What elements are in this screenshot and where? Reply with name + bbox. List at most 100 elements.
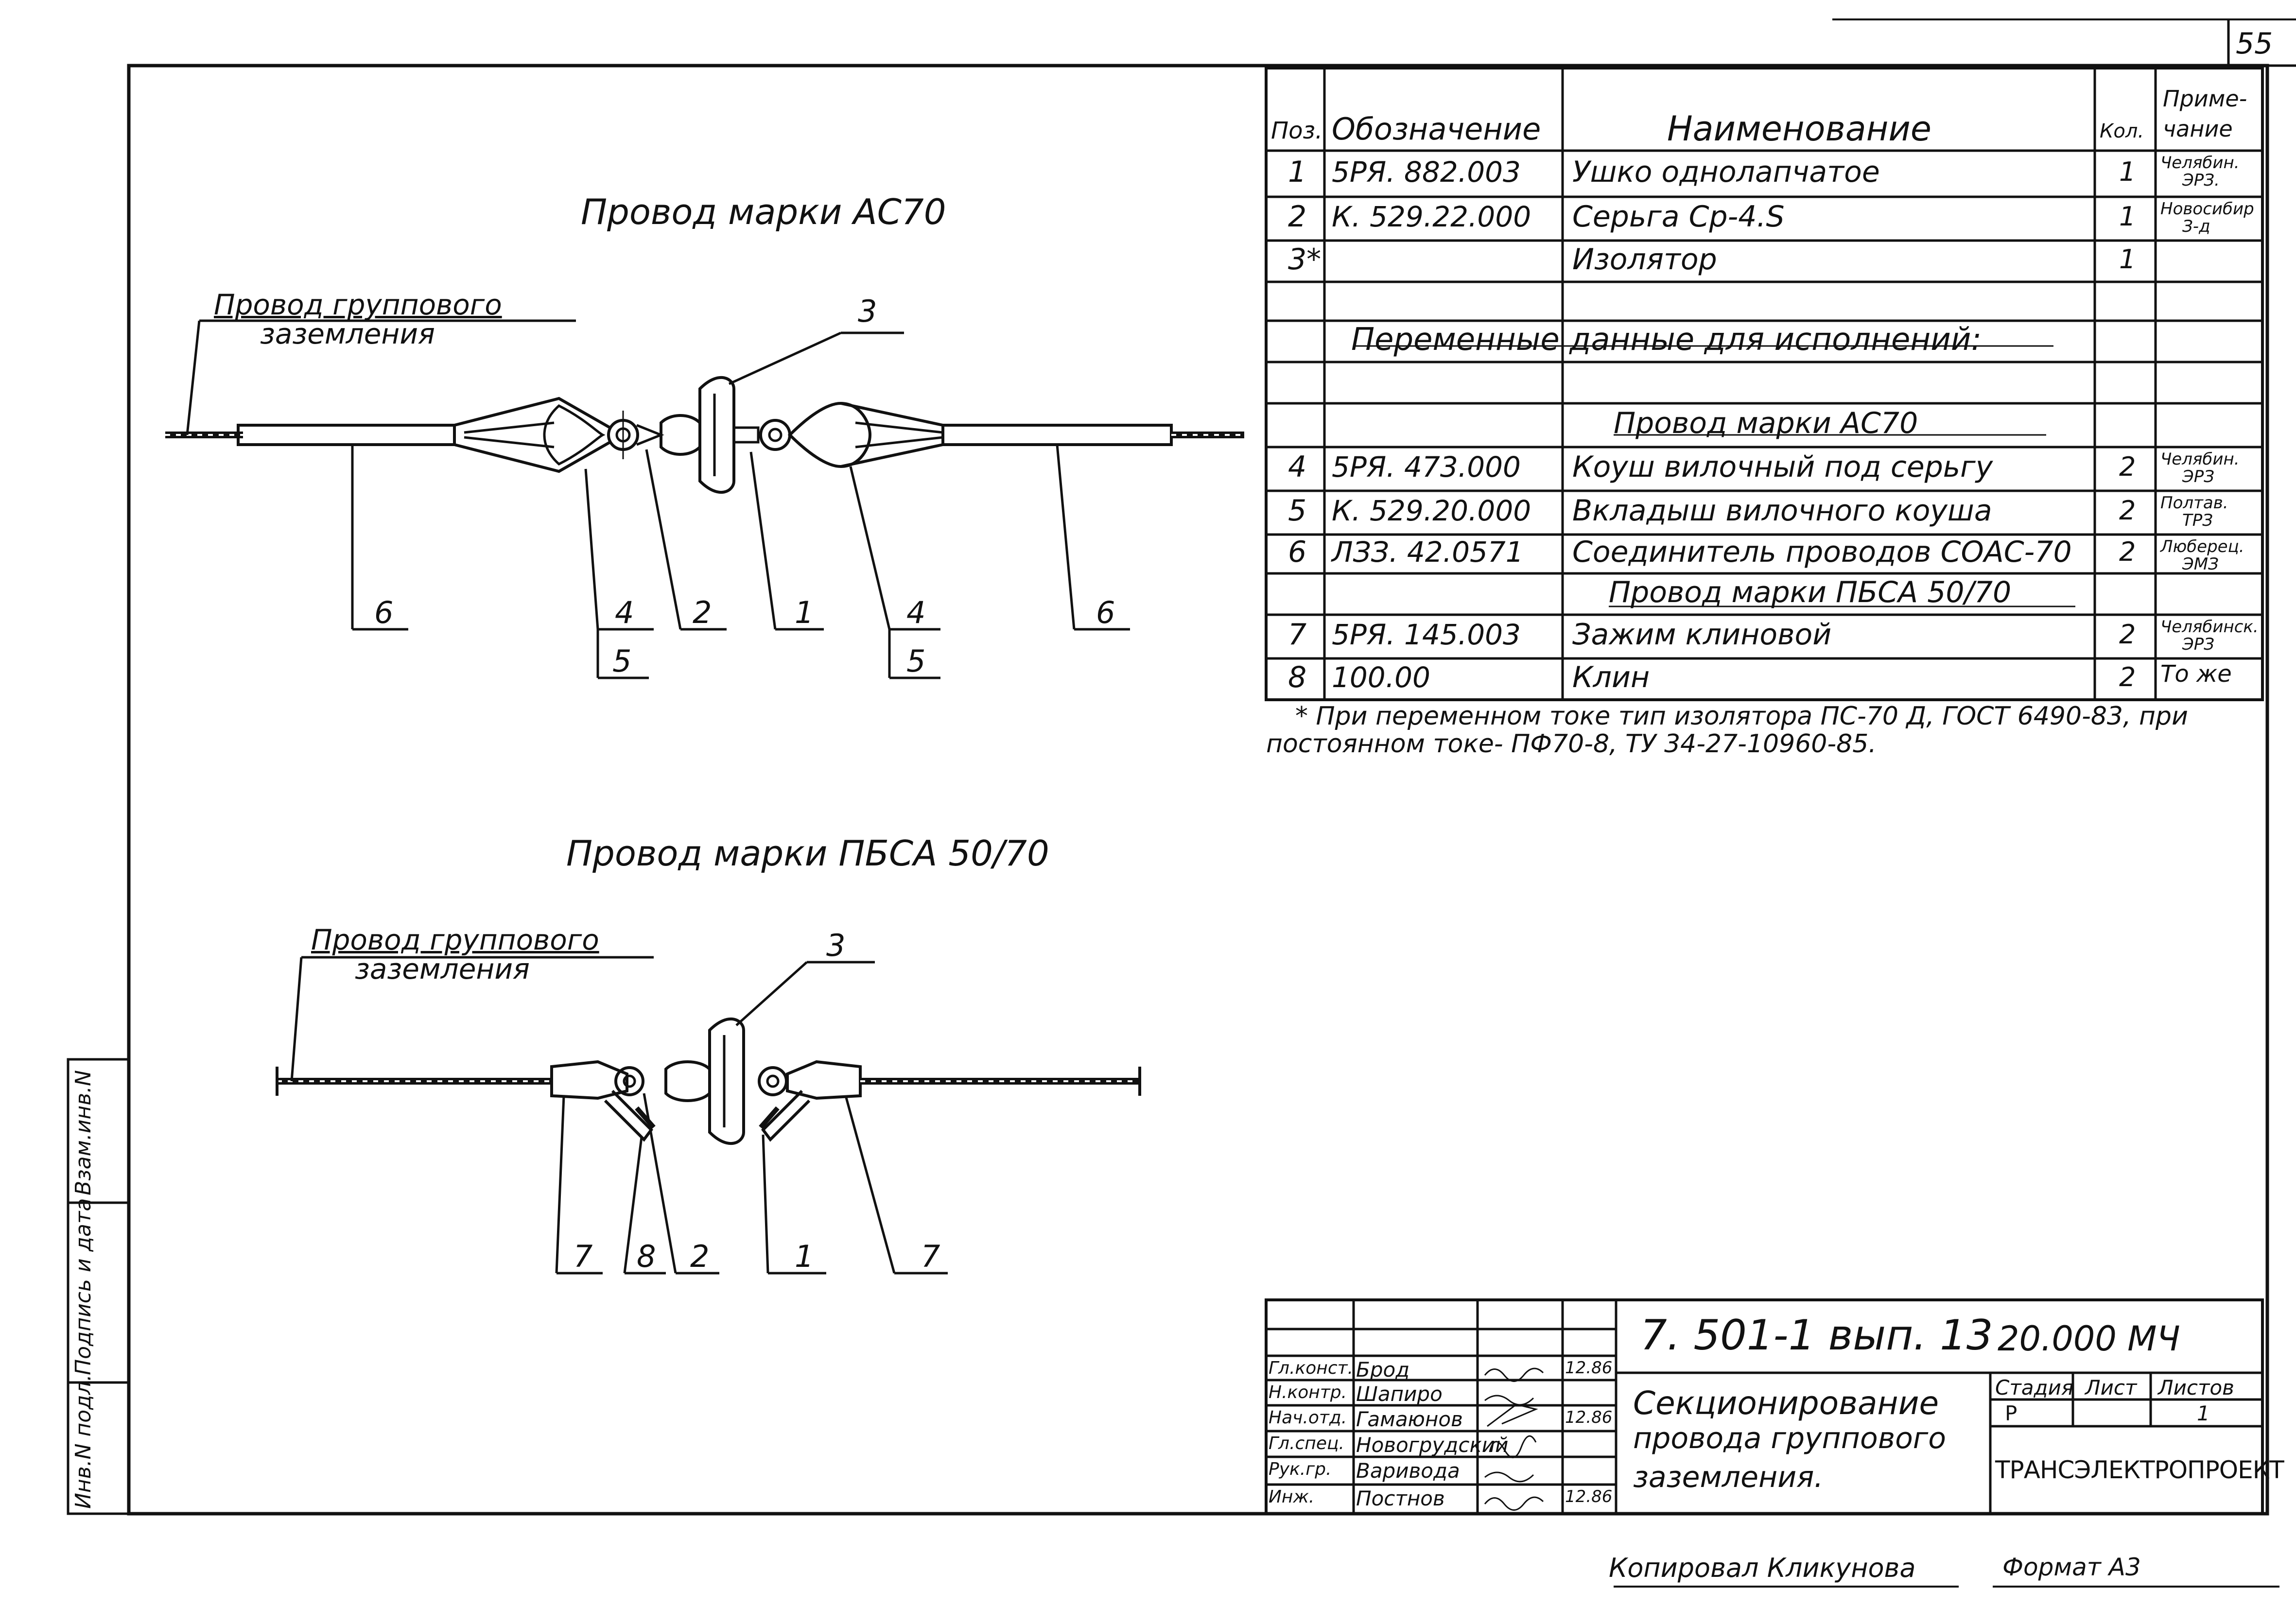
org-name: ТРАНСЭЛЕКТРОПРОЕКТ — [1995, 1456, 2284, 1484]
ground-wire-label-top-1: Провод группового — [214, 288, 502, 321]
title-line-3: заземления. — [1633, 1460, 1824, 1494]
callout-1-bottom: 1 — [795, 1239, 814, 1274]
ground-wire-label-bottom-2: заземления — [355, 952, 530, 985]
role-name: Шапиро — [1356, 1382, 1443, 1406]
footnote-line-1: * При переменном токе тип изолятора ПС-7… — [1295, 702, 2188, 731]
spec-row-name: Вкладыш вилочного коуша — [1572, 494, 1992, 528]
callout-3-bottom: 3 — [826, 928, 846, 963]
drawing-code: 7. 501-1 вып. 13 — [1640, 1311, 1993, 1360]
pbsa-title: Провод марки ПБСА 50/70 — [566, 833, 1049, 874]
title-line-1: Секционирование — [1633, 1384, 1939, 1422]
role-date: 12.86 — [1565, 1487, 1613, 1506]
spec-row-note-2: ЭРЗ — [2182, 635, 2215, 654]
spec-row-name: Зажим клиновой — [1572, 618, 1832, 652]
spec-row-pos: 1 — [1288, 155, 1307, 189]
stage-label: Стадия — [1995, 1376, 2074, 1400]
sheet-number: 55 — [2236, 27, 2273, 61]
spec-row-designation: 5РЯ. 145.003 — [1332, 618, 1521, 651]
role-label: Инж. — [1269, 1487, 1315, 1507]
sheet-format: Формат А3 — [2002, 1553, 2141, 1581]
ground-wire-label-top-2: заземления — [260, 317, 435, 350]
role-label: Н.контр. — [1269, 1382, 1347, 1402]
spec-row-pos: 6 — [1288, 535, 1307, 569]
spec-row-qty: 2 — [2119, 661, 2136, 692]
role-date: 12.86 — [1565, 1408, 1613, 1427]
header-note-1: Приме- — [2163, 86, 2247, 112]
spec-row-note-2: ЭМЗ — [2182, 554, 2219, 574]
spec-row-pos: 7 — [1288, 618, 1307, 652]
spec-row-qty: 1 — [2119, 156, 2136, 187]
header-name: Наименование — [1667, 109, 1931, 149]
spec-row-qty: 1 — [2119, 243, 2136, 275]
spec-row-pos: 3* — [1288, 242, 1322, 276]
spec-row-name: Серьга Ср-4.S — [1572, 200, 1785, 234]
header-designation: Обозначение — [1332, 111, 1541, 147]
spec-row-name: Клин — [1572, 660, 1650, 694]
spec-row-pos: 8 — [1288, 660, 1307, 694]
pbsa-assembly — [276, 956, 1141, 1275]
role-name: Брод — [1356, 1358, 1410, 1382]
role-name: Новогрудский — [1356, 1433, 1509, 1457]
spec-row-note-1: Челябин. — [2160, 153, 2240, 173]
spec-row-name: Соединитель проводов СОАС-70 — [1572, 535, 2072, 569]
spec-row-name: Провод марки АС70 — [1614, 406, 1918, 440]
spec-row-note-1: Полтав. — [2160, 493, 2228, 513]
title-line-2: провода группового — [1633, 1421, 1947, 1455]
sheets-label: Листов — [2158, 1376, 2234, 1400]
side-stamp-replace: Взам.инв.N — [71, 1070, 96, 1195]
callout-4-right: 4 — [906, 595, 926, 630]
callout-5-right: 5 — [906, 643, 926, 679]
callout-7-left: 7 — [574, 1239, 593, 1274]
header-note-2: чание — [2163, 116, 2233, 142]
callout-1-top: 1 — [795, 595, 814, 630]
spec-row-note-1: То же — [2160, 660, 2232, 688]
callout-8: 8 — [637, 1239, 656, 1274]
title-block-grid — [1265, 1298, 2279, 1588]
copied-by: Копировал Кликунова — [1609, 1553, 1916, 1583]
spec-row-designation: 5РЯ. 882.003 — [1332, 155, 1521, 189]
spec-row-pos: 5 — [1288, 494, 1307, 528]
spec-row-note-2: ЭРЗ — [2182, 467, 2215, 486]
spec-row-name: Коуш вилочный под серьгу — [1572, 450, 1993, 484]
footnote-line-2: постоянном токе- ПФ70-8, ТУ 34-27-10960-… — [1266, 729, 1877, 759]
role-label: Рук.гр. — [1269, 1459, 1332, 1479]
spec-row-designation: 100.00 — [1332, 660, 1430, 694]
side-stamp-inv: Инв.N подл. — [71, 1374, 96, 1509]
spec-row-name: Изолятор — [1572, 242, 1717, 276]
spec-row-designation: ЛЗЗ. 42.0571 — [1332, 536, 1524, 569]
header-pos: Поз. — [1271, 117, 1323, 144]
spec-row-designation: 5РЯ. 473.000 — [1332, 450, 1521, 484]
sheets-value: 1 — [2197, 1401, 2210, 1425]
ground-wire-label-bottom-1: Провод группового — [311, 923, 599, 956]
ac70-title: Провод марки АС70 — [581, 191, 946, 232]
spec-row-note-1: Челябин. — [2160, 449, 2240, 469]
spec-table-grid — [1265, 67, 2264, 701]
role-name: Варивода — [1356, 1459, 1460, 1483]
spec-row-qty: 2 — [2119, 619, 2136, 650]
callout-6-left: 6 — [374, 595, 394, 630]
callout-7-right: 7 — [921, 1239, 940, 1274]
spec-row-qty: 2 — [2119, 451, 2136, 482]
spec-row-designation: К. 529.22.000 — [1332, 200, 1531, 233]
role-label: Нач.отд. — [1269, 1408, 1347, 1428]
callout-5-left: 5 — [612, 643, 632, 679]
spec-row-pos: 2 — [1288, 200, 1307, 234]
sheet-label: Лист — [2085, 1376, 2137, 1400]
role-name: Постнов — [1356, 1486, 1445, 1510]
callout-2-top: 2 — [693, 595, 712, 630]
spec-row-note-1: Люберец. — [2160, 537, 2244, 556]
role-name: Гамаюнов — [1356, 1407, 1463, 1431]
spec-row-qty: 2 — [2119, 536, 2136, 567]
callout-2-bottom: 2 — [690, 1239, 710, 1274]
role-date: 12.86 — [1565, 1358, 1613, 1378]
spec-row-name: Ушко однолапчатое — [1572, 155, 1880, 189]
callout-3-top: 3 — [858, 294, 877, 329]
spec-row-pos: 4 — [1288, 450, 1307, 484]
spec-row-name: Провод марки ПБСА 50/70 — [1609, 575, 2012, 609]
side-stamp-sign: Подпись и дата — [71, 1198, 96, 1375]
role-label: Гл.конст. — [1269, 1358, 1354, 1378]
spec-row-name: Переменные данные для исполнений: — [1351, 321, 1982, 358]
spec-row-note-2: З-д — [2182, 217, 2210, 236]
header-qty: Кол. — [2100, 120, 2144, 142]
drawing-number: 20.000 МЧ — [1998, 1319, 2180, 1359]
